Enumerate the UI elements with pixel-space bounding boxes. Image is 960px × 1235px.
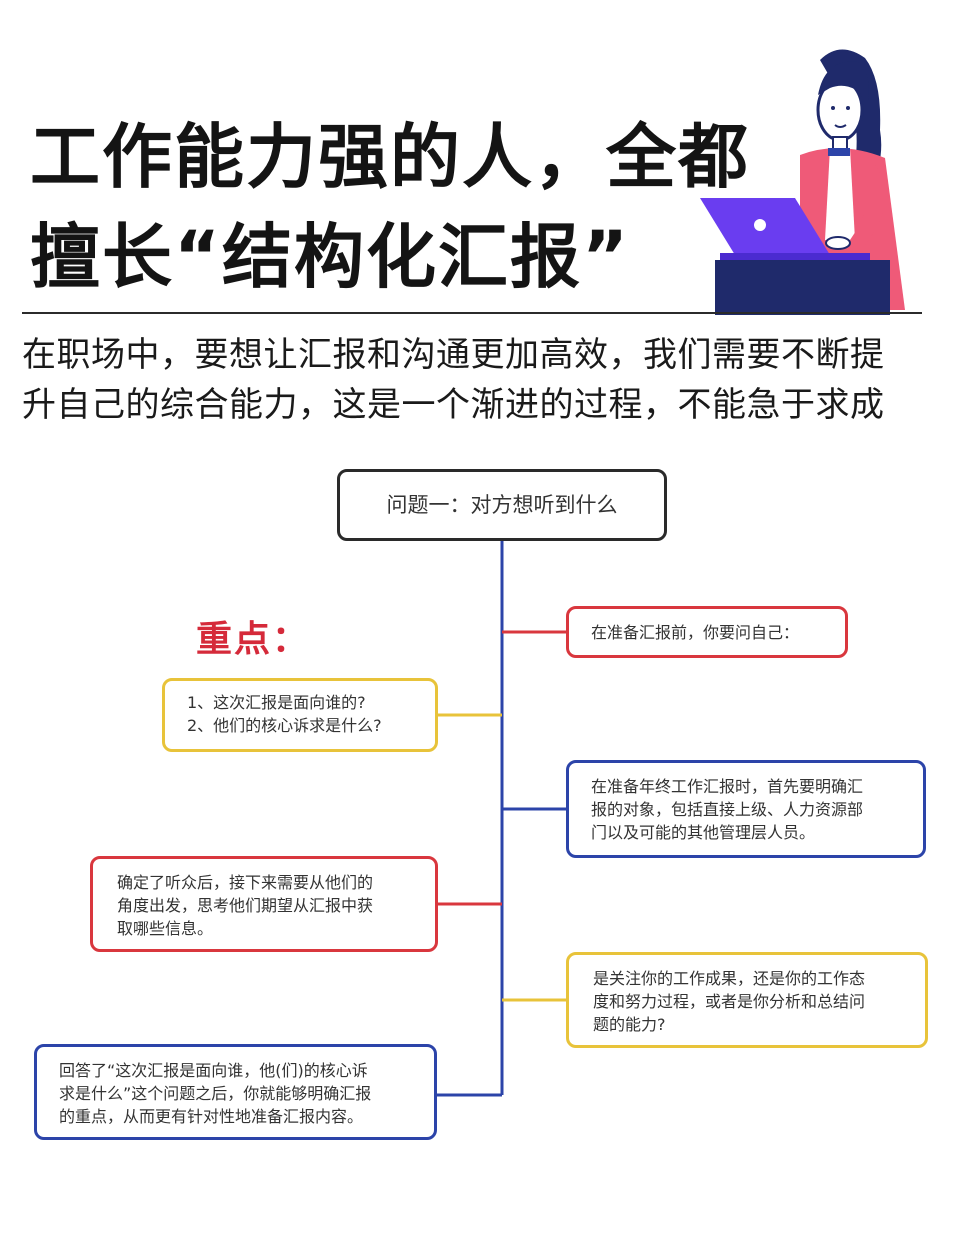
question-text: 问题一：对方想听到什么 <box>386 492 618 517</box>
audience-line: 报的对象，包括直接上级、人力资源部 <box>591 800 864 819</box>
perspective-line: 角度出发，思考他们期望从汇报中获 <box>117 896 374 915</box>
woman-at-laptop-icon <box>700 49 905 315</box>
page-title-line-2: 擅长“结构化汇报” <box>30 216 631 298</box>
perspective-line: 确定了听众后，接下来需要从他们的 <box>117 873 374 892</box>
perspective-box: 确定了听众后，接下来需要从他们的 角度出发，思考他们期望从汇报中获 取哪些信息。 <box>90 856 438 952</box>
audience-line: 门以及可能的其他管理层人员。 <box>591 823 816 842</box>
question-box: 问题一：对方想听到什么 <box>337 469 667 541</box>
conclusion-line: 求是什么”这个问题之后，你就能够明确汇报 <box>59 1084 372 1103</box>
audience-line: 在准备年终工作汇报时，首先要明确汇 <box>591 777 864 796</box>
conclusion-box: 回答了“这次汇报是面向谁，他(们)的核心诉 求是什么”这个问题之后，你就能够明确… <box>34 1044 437 1140</box>
questions-line: 1、这次汇报是面向谁的? <box>187 693 366 712</box>
questions-box: 1、这次汇报是面向谁的? 2、他们的核心诉求是什么? <box>162 678 438 752</box>
keypoint-label: 重点： <box>196 619 311 660</box>
perspective-line: 取哪些信息。 <box>117 919 214 938</box>
focus-line: 题的能力? <box>593 1015 666 1034</box>
prepare-box: 在准备汇报前，你要问自己： <box>566 606 848 658</box>
intro-line-1: 在职场中，要想让汇报和沟通更加高效，我们需要不断提 <box>22 335 885 375</box>
page-title-line-1: 工作能力强的人，全都 <box>30 116 750 198</box>
questions-line: 2、他们的核心诉求是什么? <box>187 716 382 735</box>
title-divider <box>22 312 922 314</box>
focus-box: 是关注你的工作成果，还是你的工作态 度和努力过程，或者是你分析和总结问 题的能力… <box>566 952 928 1048</box>
conclusion-line: 回答了“这次汇报是面向谁，他(们)的核心诉 <box>59 1061 368 1080</box>
focus-line: 是关注你的工作成果，还是你的工作态 <box>593 969 866 988</box>
focus-line: 度和努力过程，或者是你分析和总结问 <box>593 992 866 1011</box>
conclusion-line: 的重点，从而更有针对性地准备汇报内容。 <box>59 1107 364 1126</box>
intro-line-2: 升自己的综合能力，这是一个渐进的过程，不能急于求成 <box>22 385 885 425</box>
audience-box: 在准备年终工作汇报时，首先要明确汇 报的对象，包括直接上级、人力资源部 门以及可… <box>566 760 926 858</box>
prepare-text: 在准备汇报前，你要问自己： <box>591 622 800 642</box>
